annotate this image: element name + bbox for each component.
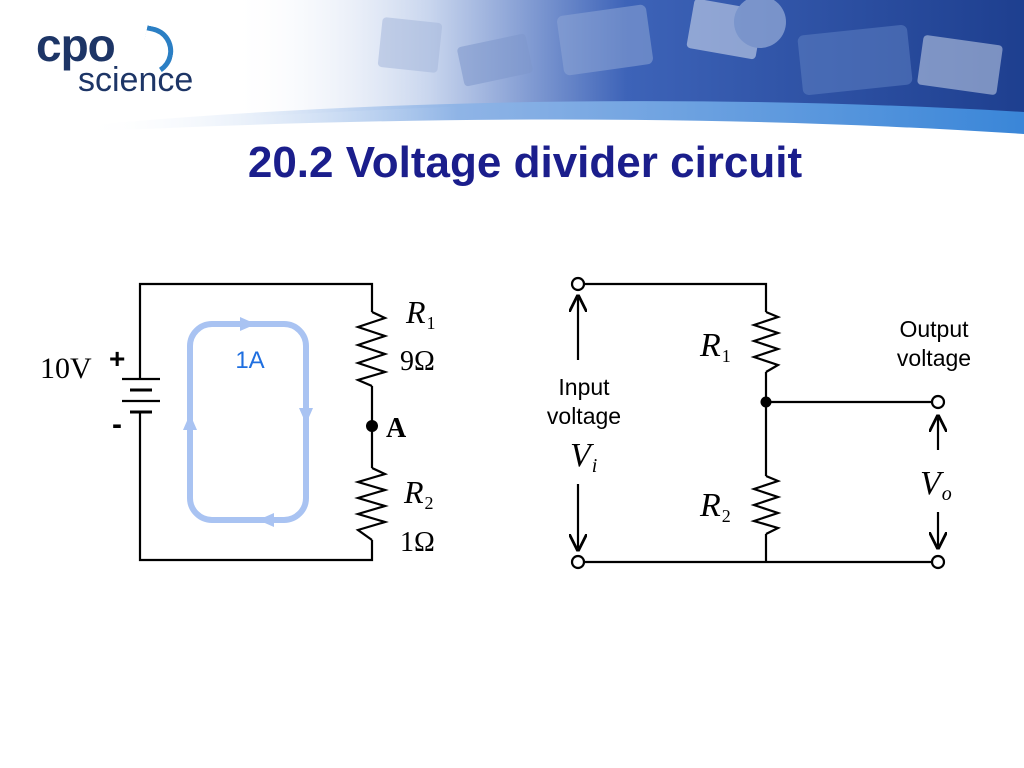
logo-text-science: science [78,61,194,99]
header-banner [80,0,1024,134]
left-wire-top [138,282,374,379]
output-terminal-top [930,394,946,410]
right-resistor-r2-icon [750,474,782,535]
input-terminal-bottom [570,554,586,570]
current-arrow-right-icon [299,408,313,424]
left-r1-label: R1 [405,294,436,333]
left-r1-value: 9Ω [400,346,435,377]
left-circuit [122,282,389,562]
vo-label: Vo [920,465,952,505]
output-terminal-bottom [930,554,946,570]
left-wire-bottom [138,412,374,562]
current-arrow-left-icon [183,414,197,430]
right-r1-label: R1 [699,327,731,366]
right-wire-top [584,282,768,312]
battery-icon [122,377,160,414]
current-arrow-top-icon [240,317,256,331]
input-terminal-top [570,276,586,292]
battery-plus-label: + [109,343,125,374]
node-a-dot [366,420,378,432]
right-resistor-r1-icon [750,310,782,373]
battery-voltage-label: 10V [40,352,92,385]
junction-dot [760,396,772,408]
slide-title: 20.2 Voltage divider circuit [247,138,803,187]
output-voltage-line1: Output [899,316,969,342]
left-resistor-r1-icon [354,311,389,388]
output-voltage-line2: voltage [897,345,971,371]
left-r2-value: 1Ω [400,527,435,558]
cpo-science-logo: cpo science [36,20,226,100]
logo-text-cpo: cpo [36,19,116,71]
node-a-label: A [386,413,407,444]
right-circuit [570,276,946,570]
input-voltage-line2: voltage [547,403,621,429]
current-arrow-bottom-icon [258,513,274,527]
right-r2-label: R2 [699,487,731,526]
battery-minus-label: - [112,408,122,441]
input-voltage-line1: Input [558,374,610,400]
left-resistor-r2-icon [354,467,389,541]
left-r2-label: R2 [403,474,434,513]
current-loop [183,317,313,527]
current-label: 1A [235,347,264,374]
vi-label: Vi [570,437,597,477]
banner-collage [377,0,1003,95]
